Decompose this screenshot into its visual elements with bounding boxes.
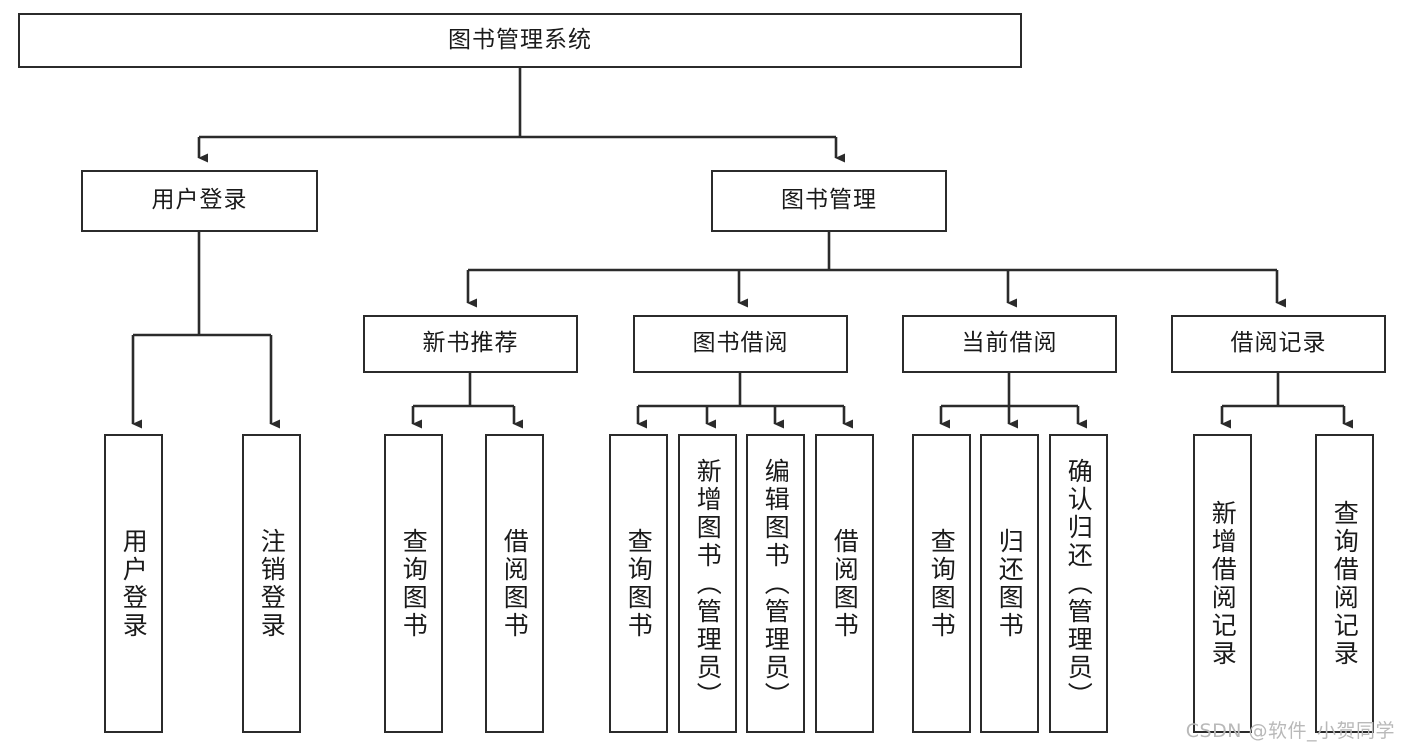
leaf-add-record-label: 新增借阅记录: [1208, 499, 1238, 668]
csdn-watermark: CSDN @软件_小贺同学: [1185, 720, 1395, 742]
node-book-manage[interactable]: 图书管理: [711, 170, 947, 232]
leaf-query-book-2-label: 查询图书: [624, 527, 654, 640]
leaf-user-login[interactable]: 用户登录: [104, 434, 163, 733]
leaf-query-record[interactable]: 查询借阅记录: [1315, 434, 1374, 733]
leaf-confirm-return[interactable]: 确认归还（管理员）: [1049, 434, 1108, 733]
leaf-return-book-label: 归还图书: [995, 527, 1025, 640]
node-new-book-recommend-label: 新书推荐: [422, 330, 519, 357]
node-user-login-label: 用户登录: [151, 187, 248, 214]
leaf-borrow-book-2[interactable]: 借阅图书: [815, 434, 874, 733]
node-borrow-record[interactable]: 借阅记录: [1171, 315, 1386, 373]
leaf-borrow-book-1[interactable]: 借阅图书: [485, 434, 544, 733]
leaf-add-record[interactable]: 新增借阅记录: [1193, 434, 1252, 733]
leaf-add-book[interactable]: 新增图书（管理员）: [678, 434, 737, 733]
node-book-borrow[interactable]: 图书借阅: [633, 315, 848, 373]
leaf-borrow-book-1-label: 借阅图书: [500, 527, 530, 640]
leaf-confirm-return-label: 确认归还（管理员）: [1064, 457, 1094, 710]
node-new-book-recommend[interactable]: 新书推荐: [363, 315, 578, 373]
node-user-login[interactable]: 用户登录: [81, 170, 318, 232]
leaf-query-book-3[interactable]: 查询图书: [912, 434, 971, 733]
leaf-user-logout[interactable]: 注销登录: [242, 434, 301, 733]
leaf-user-logout-label: 注销登录: [257, 527, 287, 640]
node-current-borrow[interactable]: 当前借阅: [902, 315, 1117, 373]
leaf-return-book[interactable]: 归还图书: [980, 434, 1039, 733]
leaf-edit-book[interactable]: 编辑图书（管理员）: [746, 434, 805, 733]
node-root[interactable]: 图书管理系统: [18, 13, 1022, 68]
node-book-manage-label: 图书管理: [781, 187, 877, 214]
leaf-query-book-1[interactable]: 查询图书: [384, 434, 443, 733]
node-book-borrow-label: 图书借阅: [692, 330, 789, 357]
node-borrow-record-label: 借阅记录: [1230, 330, 1327, 357]
leaf-query-book-3-label: 查询图书: [927, 527, 957, 640]
leaf-query-book-2[interactable]: 查询图书: [609, 434, 668, 733]
leaf-borrow-book-2-label: 借阅图书: [830, 527, 860, 640]
leaf-add-book-label: 新增图书（管理员）: [693, 457, 723, 710]
leaf-query-record-label: 查询借阅记录: [1330, 499, 1360, 668]
leaf-user-login-label: 用户登录: [119, 527, 149, 640]
leaf-query-book-1-label: 查询图书: [399, 527, 429, 640]
leaf-edit-book-label: 编辑图书（管理员）: [761, 457, 791, 710]
node-root-label: 图书管理系统: [448, 26, 592, 53]
node-current-borrow-label: 当前借阅: [961, 330, 1058, 357]
